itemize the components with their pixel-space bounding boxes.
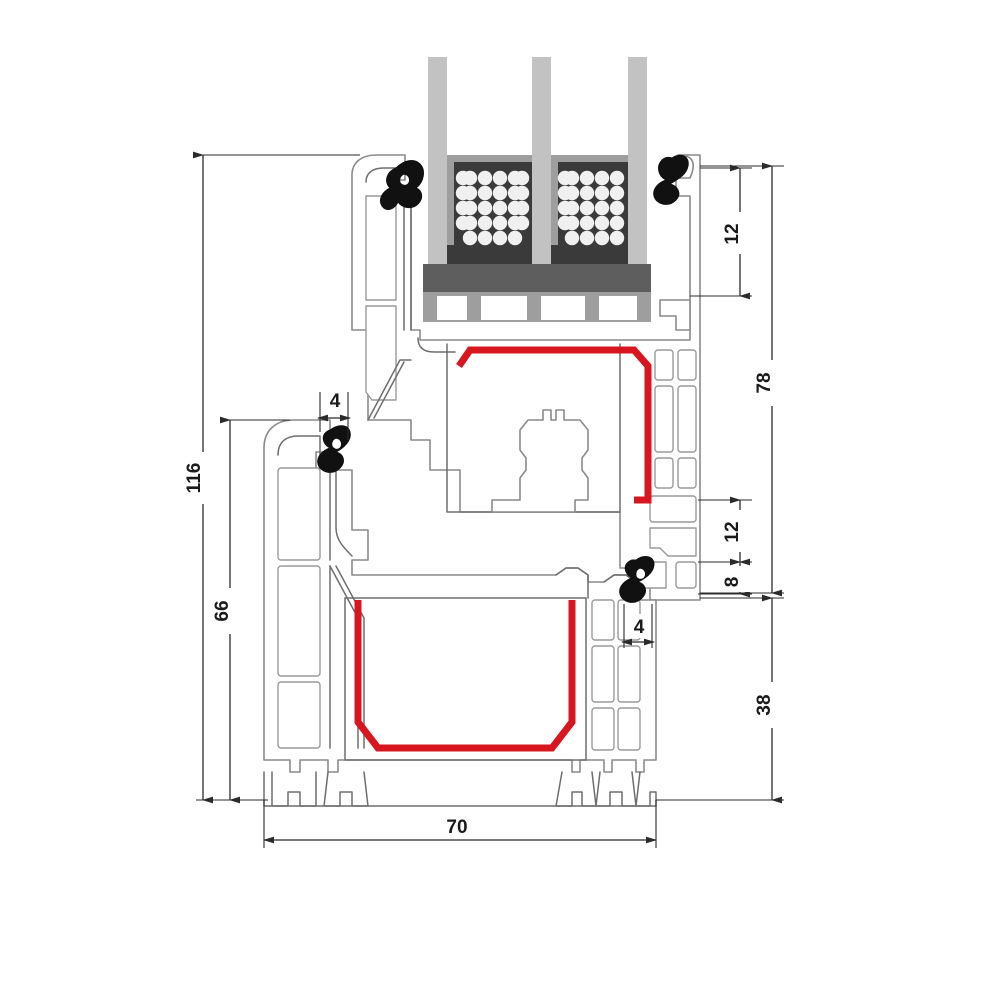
gasket-sash-top-left — [379, 160, 424, 210]
dimension-rebate-upper: 12 — [698, 496, 752, 566]
sash-right-chamber-7 — [649, 495, 697, 523]
frame-right-chamber-5 — [591, 707, 615, 751]
frame-sill-groove-4 — [595, 771, 637, 807]
frame-left-chamber-3 — [277, 681, 321, 749]
sash-right-chamber-5 — [654, 457, 674, 489]
dimension-label-12-lower: 12 — [722, 521, 743, 542]
frame-bead-curve — [277, 435, 321, 456]
sash-diagonal-web-2 — [373, 361, 405, 419]
sash-profile — [351, 154, 701, 601]
dimension-frame-depth-lower: 38 — [656, 594, 784, 804]
dimension-label-4-upper: 4 — [330, 391, 341, 412]
frame-diagonal-web-2 — [335, 565, 365, 749]
desiccant-grid-outer — [455, 170, 530, 246]
frame-sill-groove-3 — [555, 771, 597, 807]
red-seal-lower — [354, 600, 576, 752]
frame-right-chamber-4 — [617, 645, 641, 703]
dimension-label-4-lower: 4 — [634, 617, 645, 638]
gasket-frame-left — [317, 425, 351, 473]
dimension-sash-overall: 78 — [700, 162, 784, 597]
dimension-label-78: 78 — [754, 372, 775, 393]
frame-left-chamber-2 — [277, 565, 321, 677]
gasket-sash-top-right — [653, 154, 689, 205]
frame-sill-groove-5 — [635, 771, 657, 807]
dimension-glazing-bead: 12 — [690, 164, 752, 300]
glazing-sealant-band — [423, 264, 651, 292]
gasket-frame-right — [619, 556, 655, 603]
frame-rebate-step-left — [555, 567, 589, 599]
frame-right-chamber-3 — [591, 645, 615, 703]
dimension-label-8: 8 — [722, 577, 743, 588]
dimension-overall-height: 116 — [184, 151, 360, 804]
frame-right-chamber-1 — [591, 599, 615, 641]
dimension-label-38: 38 — [754, 694, 775, 715]
sash-right-chamber-9 — [675, 561, 697, 589]
dimension-label-66: 66 — [212, 600, 233, 621]
frame-sill-groove-1 — [271, 771, 317, 807]
sash-outer-outline — [351, 154, 701, 601]
sash-right-chamber-2 — [677, 349, 697, 381]
sash-chamber-a — [365, 195, 397, 301]
glazing-base-void-4 — [599, 296, 637, 320]
sash-bead-curve — [365, 167, 397, 183]
sash-right-chamber-8 — [649, 527, 697, 557]
sash-right-chamber-4 — [677, 385, 697, 453]
glass-pane-middle — [532, 57, 551, 283]
sash-right-chamber-6 — [677, 457, 697, 489]
sash-centre-tongue — [491, 409, 589, 513]
glass-pane-inner — [628, 57, 647, 283]
glazing-base-void-2 — [481, 296, 527, 320]
dimension-gasket-gap-lower: 4 — [621, 604, 655, 648]
frame-sill-groove-2 — [323, 771, 369, 807]
weather-gaskets — [317, 154, 689, 603]
frame-cavity-outline — [344, 597, 587, 761]
glazing-base-void-3 — [541, 296, 585, 320]
dimension-label-12-upper: 12 — [722, 223, 743, 244]
frame-left-chamber-1 — [277, 467, 321, 561]
dimension-overall-width: 70 — [263, 800, 657, 848]
dimension-rebate-lower: 8 — [698, 558, 752, 598]
sash-right-chamber-3 — [654, 385, 674, 453]
dimension-gasket-gap-upper: 4 — [317, 388, 351, 440]
sash-diagonal-web — [367, 359, 412, 421]
frame-right-chamber-6 — [617, 707, 641, 751]
sash-right-chamber-1 — [654, 349, 674, 381]
glazing-unit — [423, 57, 651, 322]
glazing-base-void-1 — [437, 296, 467, 320]
red-seal-upper — [456, 346, 652, 504]
frame-inner-wall-2 — [335, 469, 353, 557]
glazing-bead-ledge — [659, 299, 691, 331]
sash-inner-fillet — [417, 337, 456, 353]
dimension-frame-height: 66 — [212, 416, 290, 804]
dimension-label-70: 70 — [446, 817, 467, 838]
desiccant-grid-inner — [557, 170, 625, 246]
glass-pane-outer — [428, 57, 447, 283]
dimension-label-116: 116 — [184, 463, 205, 494]
